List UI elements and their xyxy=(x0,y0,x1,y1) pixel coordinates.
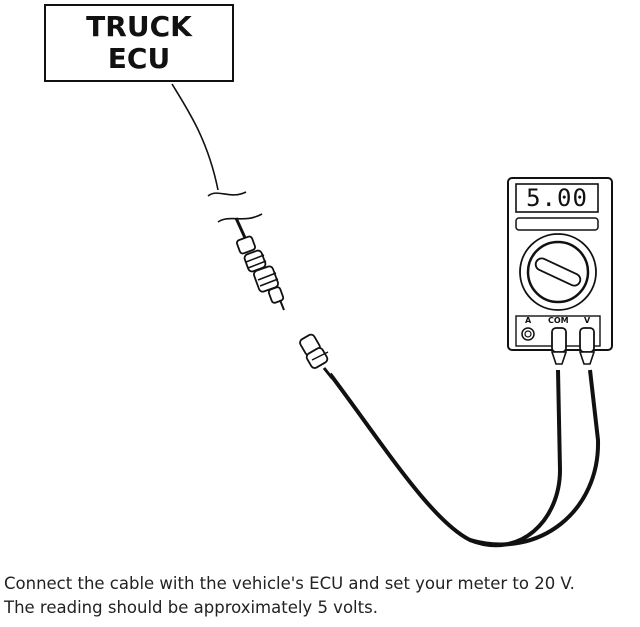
instruction-caption: Connect the cable with the vehicle's ECU… xyxy=(4,572,638,620)
com-probe-plug xyxy=(551,327,567,353)
male-connector xyxy=(236,235,285,311)
caption-line1: Connect the cable with the vehicle's ECU… xyxy=(4,574,575,593)
v-probe-plug xyxy=(579,327,595,353)
meter-lead-com xyxy=(328,369,563,548)
multimeter xyxy=(507,177,613,365)
caption-line2: The reading should be approximately 5 vo… xyxy=(4,598,378,617)
ecu-label-line2: ECU xyxy=(107,42,171,75)
cable-break-mark-bottom xyxy=(217,213,263,223)
truck-ecu-box: TRUCK ECU xyxy=(44,4,234,82)
female-connector xyxy=(299,333,334,379)
meter-lead-v xyxy=(469,369,601,547)
ecu-label-line1: TRUCK xyxy=(86,10,192,43)
meter-display xyxy=(515,183,599,213)
ecu-cable xyxy=(171,83,219,191)
jack-v-label: V xyxy=(584,316,591,325)
cable-break-mark-top xyxy=(207,191,247,197)
jack-com-label: COM xyxy=(548,316,569,325)
ecu-cable-lower xyxy=(234,217,248,241)
meter-reading: 5.00 xyxy=(526,184,588,212)
jack-a-label: A xyxy=(525,316,532,325)
